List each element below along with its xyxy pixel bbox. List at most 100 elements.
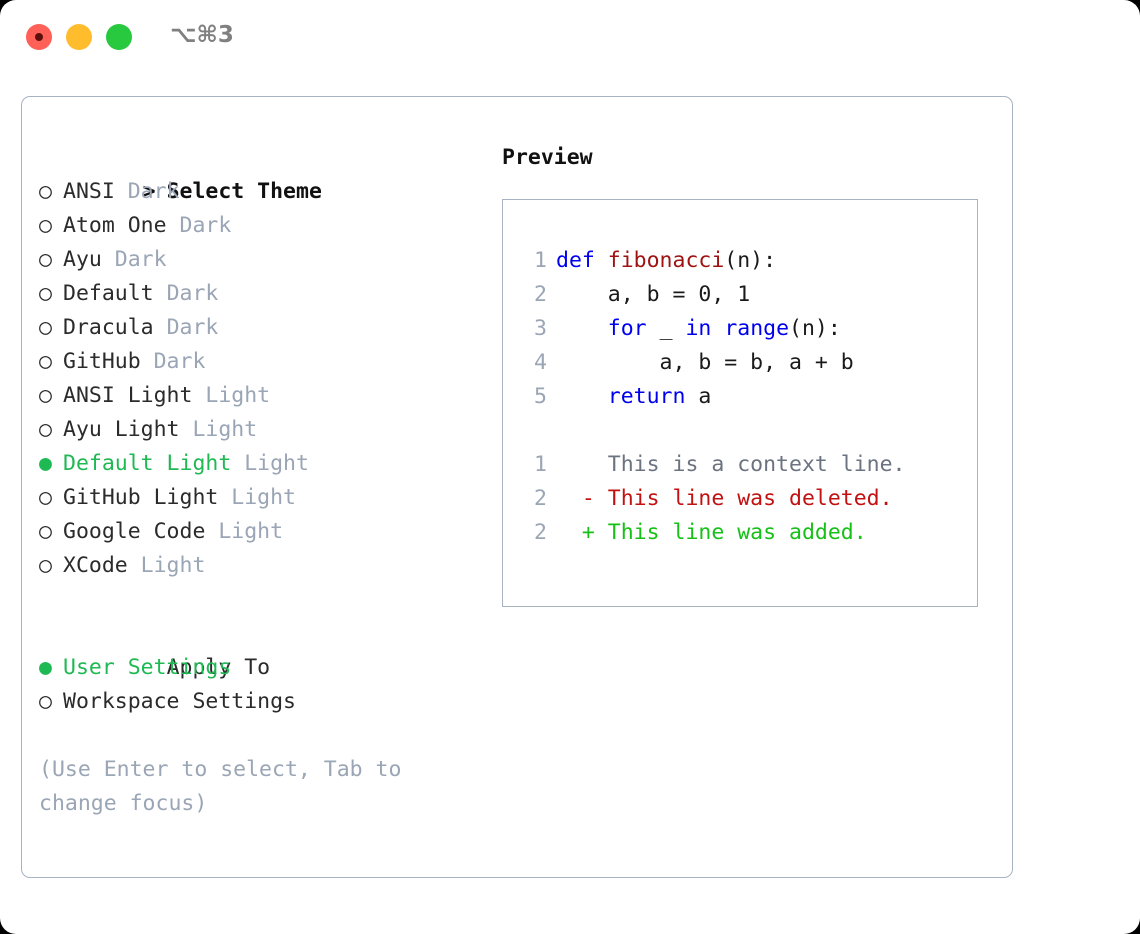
radio-unselected-icon: ○: [39, 349, 52, 374]
theme-name: Ayu Light: [63, 417, 193, 442]
theme-name: Ayu: [63, 247, 115, 272]
code-token: a, b = b, a + b: [556, 350, 854, 375]
apply-to-label: User Settings: [63, 655, 232, 680]
radio-unselected-icon: ○: [39, 485, 52, 510]
theme-list-item[interactable]: ○ Google Code Light: [39, 515, 489, 549]
line-number: 3: [534, 316, 547, 341]
radio-unselected-icon: ○: [39, 281, 52, 306]
code-text: return a: [547, 384, 712, 409]
window-controls: [26, 24, 132, 50]
recording-indicator-icon: [35, 33, 43, 41]
theme-variant-tag: Light: [231, 485, 297, 510]
radio-unselected-icon: ○: [39, 179, 52, 204]
diff-sample: 1 This is a context line.2 - This line w…: [517, 448, 977, 550]
radio-unselected-icon: ○: [39, 519, 52, 544]
code-token: fibonacci: [607, 248, 725, 273]
theme-list-item[interactable]: ●Default Light Light: [39, 447, 489, 481]
code-line: 5 return a: [517, 380, 977, 414]
keyboard-shortcut-label: ⌥⌘3: [170, 22, 234, 48]
theme-name: Google Code: [63, 519, 219, 544]
theme-variant-tag: Dark: [127, 179, 180, 204]
code-token: a, b = 0, 1: [556, 282, 751, 307]
theme-variant-tag: Dark: [166, 281, 219, 306]
theme-list: ○ANSI Dark○Atom One Dark○Ayu Dark○Defaul…: [39, 175, 489, 583]
apply-to-item[interactable]: ○ Workspace Settings: [39, 685, 489, 719]
theme-variant-tag: Light: [192, 417, 258, 442]
line-number: 1: [534, 452, 547, 477]
theme-selector-header: > Select Theme: [39, 141, 489, 204]
radio-selected-icon: ●: [39, 451, 52, 476]
theme-list-item[interactable]: ○ XCode Light: [39, 549, 489, 583]
minimize-button[interactable]: [66, 24, 92, 50]
theme-list-item[interactable]: ○ ANSI Light Light: [39, 379, 489, 413]
spacer: [517, 414, 977, 448]
theme-selector-title: Select Theme: [166, 179, 322, 204]
line-number: 5: [534, 384, 547, 409]
theme-name: Default Light: [63, 451, 245, 476]
code-token: (n):: [789, 316, 841, 341]
apply-to-header: Apply To: [39, 617, 489, 680]
radio-unselected-icon: ○: [39, 553, 52, 578]
line-number: 2: [534, 520, 547, 545]
content-panel: >Select Theme ○ANSI Dark○Atom One Dark○A…: [21, 96, 1013, 878]
theme-list-item[interactable]: ○ Default Dark: [39, 277, 489, 311]
code-text: def fibonacci(n):: [547, 248, 776, 273]
theme-list-item[interactable]: ○ Ayu Light Light: [39, 413, 489, 447]
theme-name: GitHub Light: [63, 485, 232, 510]
theme-name: XCode: [63, 553, 141, 578]
diff-line: 1 This is a context line.: [517, 448, 977, 482]
code-token: [711, 316, 724, 341]
code-token: (n):: [724, 248, 777, 273]
diff-line: 2 + This line was added.: [517, 516, 977, 550]
theme-variant-tag: Light: [205, 383, 271, 408]
theme-list-item[interactable]: ○Dracula Dark: [39, 311, 489, 345]
theme-variant-tag: Dark: [153, 349, 206, 374]
radio-unselected-icon: ○: [39, 247, 52, 272]
theme-list-item[interactable]: ○ANSI Dark: [39, 175, 489, 209]
theme-variant-tag: Dark: [166, 315, 219, 340]
apply-to-item[interactable]: ● User Settings: [39, 651, 489, 685]
apply-to-label: Workspace Settings: [63, 689, 296, 714]
prompt-caret-icon: >: [142, 179, 156, 204]
theme-selector: >Select Theme ○ANSI Dark○Atom One Dark○A…: [39, 141, 489, 821]
theme-list-item[interactable]: ○Ayu Dark: [39, 243, 489, 277]
theme-name: Atom One: [63, 213, 180, 238]
theme-name: GitHub: [63, 349, 154, 374]
code-line: 4 a, b = b, a + b: [517, 346, 977, 380]
theme-name: Default: [63, 281, 167, 306]
radio-unselected-icon: ○: [39, 213, 52, 238]
theme-list-item[interactable]: ○ GitHub Light Light: [39, 481, 489, 515]
theme-list-item[interactable]: ○ GitHub Dark: [39, 345, 489, 379]
spacer: [39, 583, 489, 617]
line-number: 2: [534, 282, 547, 307]
radio-unselected-icon: ○: [39, 689, 52, 714]
radio-unselected-icon: ○: [39, 383, 52, 408]
radio-unselected-icon: ○: [39, 315, 52, 340]
preview-title: Preview: [502, 145, 593, 170]
theme-list-item[interactable]: ○ Atom One Dark: [39, 209, 489, 243]
theme-name: ANSI Light: [63, 383, 206, 408]
code-token: for: [607, 316, 647, 341]
title-bar: ⌥⌘3: [0, 0, 1140, 78]
close-button[interactable]: [26, 24, 52, 50]
code-text: a, b = 0, 1: [547, 282, 750, 307]
code-token: a: [685, 384, 712, 409]
radio-unselected-icon: ○: [39, 417, 52, 442]
maximize-button[interactable]: [106, 24, 132, 50]
code-token: in: [685, 316, 712, 341]
diff-text: + This line was added.: [556, 520, 867, 545]
code-token: return: [607, 384, 686, 409]
theme-variant-tag: Dark: [179, 213, 232, 238]
line-number: 1: [534, 248, 547, 273]
code-token: [556, 316, 608, 341]
theme-variant-tag: Light: [140, 553, 206, 578]
theme-variant-tag: Light: [218, 519, 284, 544]
radio-selected-icon: ●: [39, 655, 52, 680]
code-line: 2 a, b = 0, 1: [517, 278, 977, 312]
apply-to-list: ● User Settings ○ Workspace Settings: [39, 651, 489, 719]
diff-line: 2 - This line was deleted.: [517, 482, 977, 516]
code-token: _: [646, 316, 686, 341]
